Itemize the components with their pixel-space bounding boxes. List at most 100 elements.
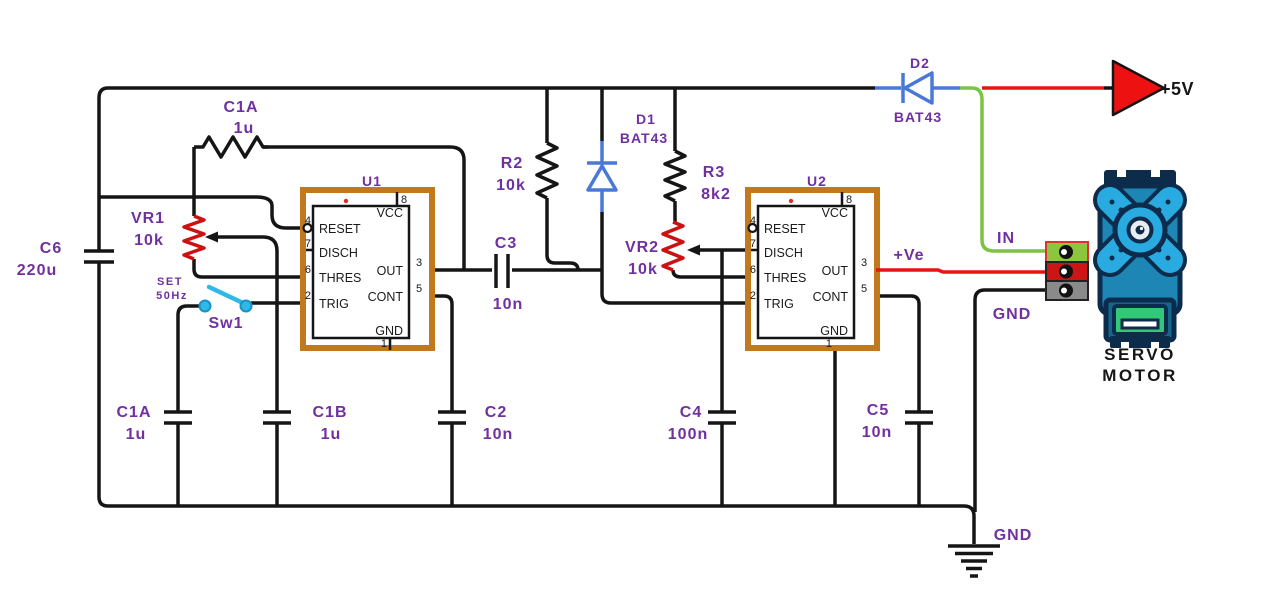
ic-u2: U2 4 7 6 2 RESET DISCH THRES TRIG 8 3 5 … [745, 173, 880, 351]
u2-pin7-name: DISCH [764, 246, 803, 260]
label-servo-line2: MOTOR [1102, 366, 1177, 385]
u2-pin5-num: 5 [861, 283, 867, 295]
switch-sw1: SET 50Hz Sw1 [156, 276, 253, 332]
u1-pin6-num: 6 [305, 264, 311, 276]
u1-gnd-name: GND [375, 324, 403, 338]
label-c5-ref: C5 [867, 402, 889, 419]
u2-vcc-name: VCC [822, 206, 848, 220]
u2-pin2-num: 2 [750, 290, 756, 302]
u2-pin1-num: 1 [826, 338, 832, 350]
u1-pin7-num: 7 [305, 238, 311, 250]
u1-out-name: OUT [377, 264, 404, 278]
vr1-wiper-arrow [205, 231, 218, 243]
u1-pin2-name: TRIG [319, 297, 349, 311]
label-c2-value: 10n [483, 426, 514, 443]
u1-pin4-num: 4 [305, 215, 311, 227]
ic-u1: U1 4 7 6 2 RESET DISCH THRES TRIG 8 3 5 … [300, 173, 435, 351]
u2-pin4-num: 4 [750, 215, 756, 227]
label-d1-ref: D1 [636, 111, 656, 127]
u1-pin1-dot [343, 198, 349, 204]
capacitor-c2: C2 10n [438, 404, 514, 443]
label-c3-ref: C3 [495, 235, 517, 252]
servo-signal-wire: +Ve [876, 247, 1046, 274]
resistor-r2: R2 10k [496, 141, 559, 200]
label-c2-ref: C2 [485, 404, 507, 421]
u2-reset-bubble [747, 222, 758, 234]
connector-hole-1-center [1061, 249, 1067, 255]
label-c1a-top-value: 1u [234, 120, 255, 137]
supply-arrow-icon [1111, 59, 1166, 117]
capacitor-c3: C3 10n [493, 235, 524, 313]
u2-pin3-num: 3 [861, 257, 867, 269]
label-c1b-value: 1u [321, 426, 342, 443]
label-c6-value: 220u [17, 262, 57, 279]
label-c1a-bot-ref: C1A [116, 404, 151, 421]
label-gnd-main: GND [994, 527, 1033, 544]
u2-pin2-name: TRIG [764, 297, 794, 311]
servo-connector: IN GND [993, 230, 1089, 323]
connector-hole-2-center [1061, 268, 1067, 275]
label-supply: +5V [1160, 79, 1194, 99]
label-sw1-note2: 50Hz [156, 290, 188, 302]
u1-pin6-name: THRES [319, 271, 361, 285]
u2-pin1-dot [788, 198, 794, 204]
label-sw1-note1: SET [157, 276, 183, 288]
label-servo-line1: SERVO [1104, 345, 1176, 364]
u1-pin5-num: 5 [416, 283, 422, 295]
label-d2-ref: D2 [910, 55, 930, 71]
u2-body [756, 204, 856, 340]
label-u1-ref: U1 [362, 173, 382, 189]
u2-pin8-num: 8 [846, 194, 852, 206]
label-c1a-bot-value: 1u [126, 426, 147, 443]
label-r2-ref: R2 [501, 155, 523, 172]
label-vr1-value: 10k [134, 232, 164, 249]
sw1-terminal-left [198, 299, 212, 313]
label-servo-in: IN [997, 230, 1015, 247]
label-c6-ref: C6 [40, 240, 62, 257]
d1-triangle [586, 164, 618, 192]
capacitor-c1a-bottom: C1A 1u [116, 404, 192, 443]
u1-pin1-num: 1 [381, 338, 387, 350]
u1-pin4-name: RESET [319, 222, 361, 236]
sw1-lever [206, 284, 246, 306]
label-vr2-ref: VR2 [625, 239, 659, 256]
u1-pin8-num: 8 [401, 194, 407, 206]
label-c1b-ref: C1B [312, 404, 347, 421]
label-r2-value: 10k [496, 177, 526, 194]
sw1-terminal-right [239, 299, 253, 313]
label-gnd-connector: GND [993, 306, 1032, 323]
vr2-wiper-arrow [687, 244, 700, 256]
diode-d1: D1 BAT43 [586, 111, 668, 212]
u2-cont-name: CONT [813, 290, 849, 304]
label-u2-ref: U2 [807, 173, 827, 189]
label-c4-ref: C4 [680, 404, 702, 421]
label-c4-value: 100n [668, 426, 708, 443]
servo-motor-icon: SERVO MOTOR [1093, 170, 1187, 385]
u1-vcc-name: VCC [377, 206, 403, 220]
u2-pin6-name: THRES [764, 271, 806, 285]
label-vr2-value: 10k [628, 261, 658, 278]
u1-pin3-num: 3 [416, 257, 422, 269]
capacitor-c4: C4 100n [668, 404, 736, 443]
capacitor-c6: C6 220u [17, 240, 114, 279]
u2-pin6-num: 6 [750, 264, 756, 276]
label-servo-signal: +Ve [893, 247, 924, 264]
connector-hole-3-center [1061, 287, 1067, 294]
ground-symbol: GND [948, 527, 1033, 578]
u1-pin7-name: DISCH [319, 246, 358, 260]
u2-gnd-name: GND [820, 324, 848, 338]
label-d2-value: BAT43 [894, 109, 942, 125]
u1-body [311, 204, 411, 340]
capacitor-c1b: C1B 1u [263, 404, 347, 443]
u1-pin2-num: 2 [305, 290, 311, 302]
label-sw1-ref: Sw1 [208, 315, 243, 332]
potentiometer-vr2: VR2 10k [625, 220, 712, 278]
label-r3-ref: R3 [703, 164, 725, 181]
label-d1-value: BAT43 [620, 130, 668, 146]
diode-d2: D2 BAT43 [875, 55, 960, 125]
label-c3-value: 10n [493, 296, 524, 313]
component-c1a-top: C1A 1u [194, 99, 268, 159]
supply-5v: +5V [960, 59, 1194, 253]
